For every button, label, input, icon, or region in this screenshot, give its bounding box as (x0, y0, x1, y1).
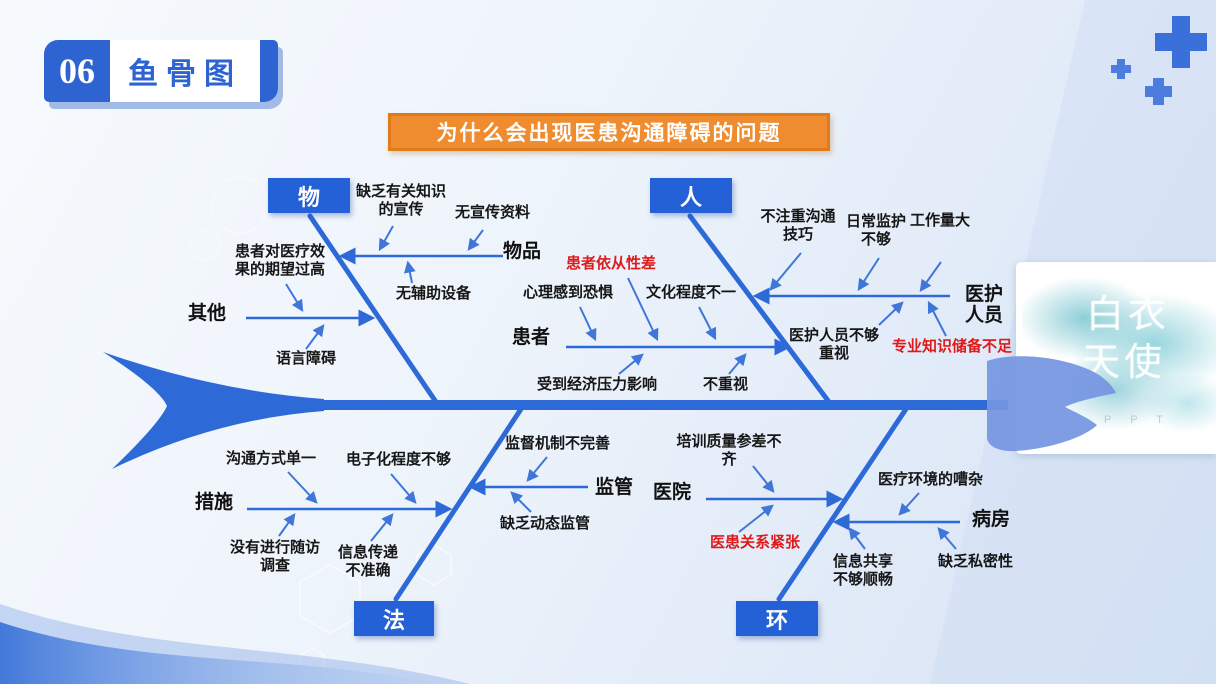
cause-no-publicity-material: 无宣传资料 (455, 204, 531, 221)
cause-lack-of-privacy: 缺乏私密性 (938, 553, 1014, 570)
watermark-subtext: P P T (1104, 414, 1171, 426)
page-title: 鱼骨图 (110, 40, 260, 102)
branch-label-medical-staff: 医护 人员 (964, 284, 1003, 327)
cause-patient-expectation-too-high: 患者对医疗效 果的期望过高 (234, 243, 325, 279)
badge-end-cap (260, 40, 278, 102)
cause-uneven-training-quality: 培训质量参差不 齐 (676, 433, 782, 469)
cause-uneven-education-level: 文化程度不一 (646, 284, 737, 301)
cause-insufficient-daily-monitoring: 日常监护 不够 (845, 213, 906, 249)
fish-spine (320, 400, 1008, 410)
category-box-environment: 环 (736, 601, 818, 636)
category-box-people: 人 (650, 178, 732, 213)
cause-noisy-medical-environment: 医疗环境的嘈杂 (878, 471, 984, 488)
branch-label-other: 其他 (188, 303, 227, 324)
hexagon-molecule-decor (189, 176, 452, 678)
cause-arrows (278, 225, 957, 550)
cause-economic-pressure: 受到经济压力影响 (537, 376, 658, 393)
cause-tense-doctor-patient-relation: 医患关系紧张 (710, 534, 801, 551)
cause-no-auxiliary-equipment: 无辅助设备 (396, 285, 472, 302)
cause-poor-information-sharing: 信息共享 不够顺畅 (833, 553, 894, 589)
slide-number: 06 (44, 40, 110, 102)
cause-lack-dynamic-supervision: 缺乏动态监管 (500, 515, 591, 532)
cause-imperfect-supervision-mechanism: 监督机制不完善 (505, 435, 611, 452)
watermark-text-line1: 白衣 (1086, 294, 1171, 336)
cause-language-barrier: 语言障碍 (276, 350, 337, 367)
question-banner: 为什么会出现医患沟通障碍的问题 (388, 113, 830, 151)
cause-lack-knowledge-publicity: 缺乏有关知识 的宣传 (355, 183, 446, 219)
category-box-material: 物 (268, 178, 350, 213)
branch-label-ward: 病房 (972, 509, 1011, 530)
cause-staff-not-attentive: 医护人员不够 重视 (788, 327, 879, 363)
cause-single-communication-method: 沟通方式单一 (226, 450, 317, 467)
category-box-method: 法 (354, 601, 434, 636)
cause-insufficient-digitalization: 电子化程度不够 (346, 451, 452, 468)
cause-heavy-workload: 工作量大 (910, 212, 971, 229)
main-ribs (307, 213, 909, 602)
bottom-wave (0, 622, 440, 684)
slide-number-badge: 06 鱼骨图 (44, 40, 278, 102)
fish-tail (103, 352, 324, 469)
branch-label-patient: 患者 (512, 327, 551, 348)
cause-inaccurate-information: 信息传递 不准确 (337, 544, 398, 580)
branch-lines (246, 247, 960, 531)
fish-head (987, 356, 1116, 452)
cause-insufficient-professional-knowledge: 专业知识储备不足 (892, 338, 1013, 355)
branch-label-measures: 措施 (195, 492, 234, 513)
cause-no-communication-skills: 不注重沟通 技巧 (760, 208, 836, 244)
branch-label-hospital: 医院 (653, 482, 692, 503)
cause-not-valued: 不重视 (703, 376, 749, 393)
medical-cross-icon (1111, 16, 1207, 105)
branch-label-items: 物品 (503, 241, 542, 262)
branch-label-supervision: 监管 (595, 477, 634, 498)
cause-no-followup-survey: 没有进行随访 调查 (229, 539, 320, 575)
cause-psychological-fear: 心理感到恐惧 (523, 284, 614, 301)
cause-poor-patient-compliance: 患者依从性差 (566, 255, 657, 272)
